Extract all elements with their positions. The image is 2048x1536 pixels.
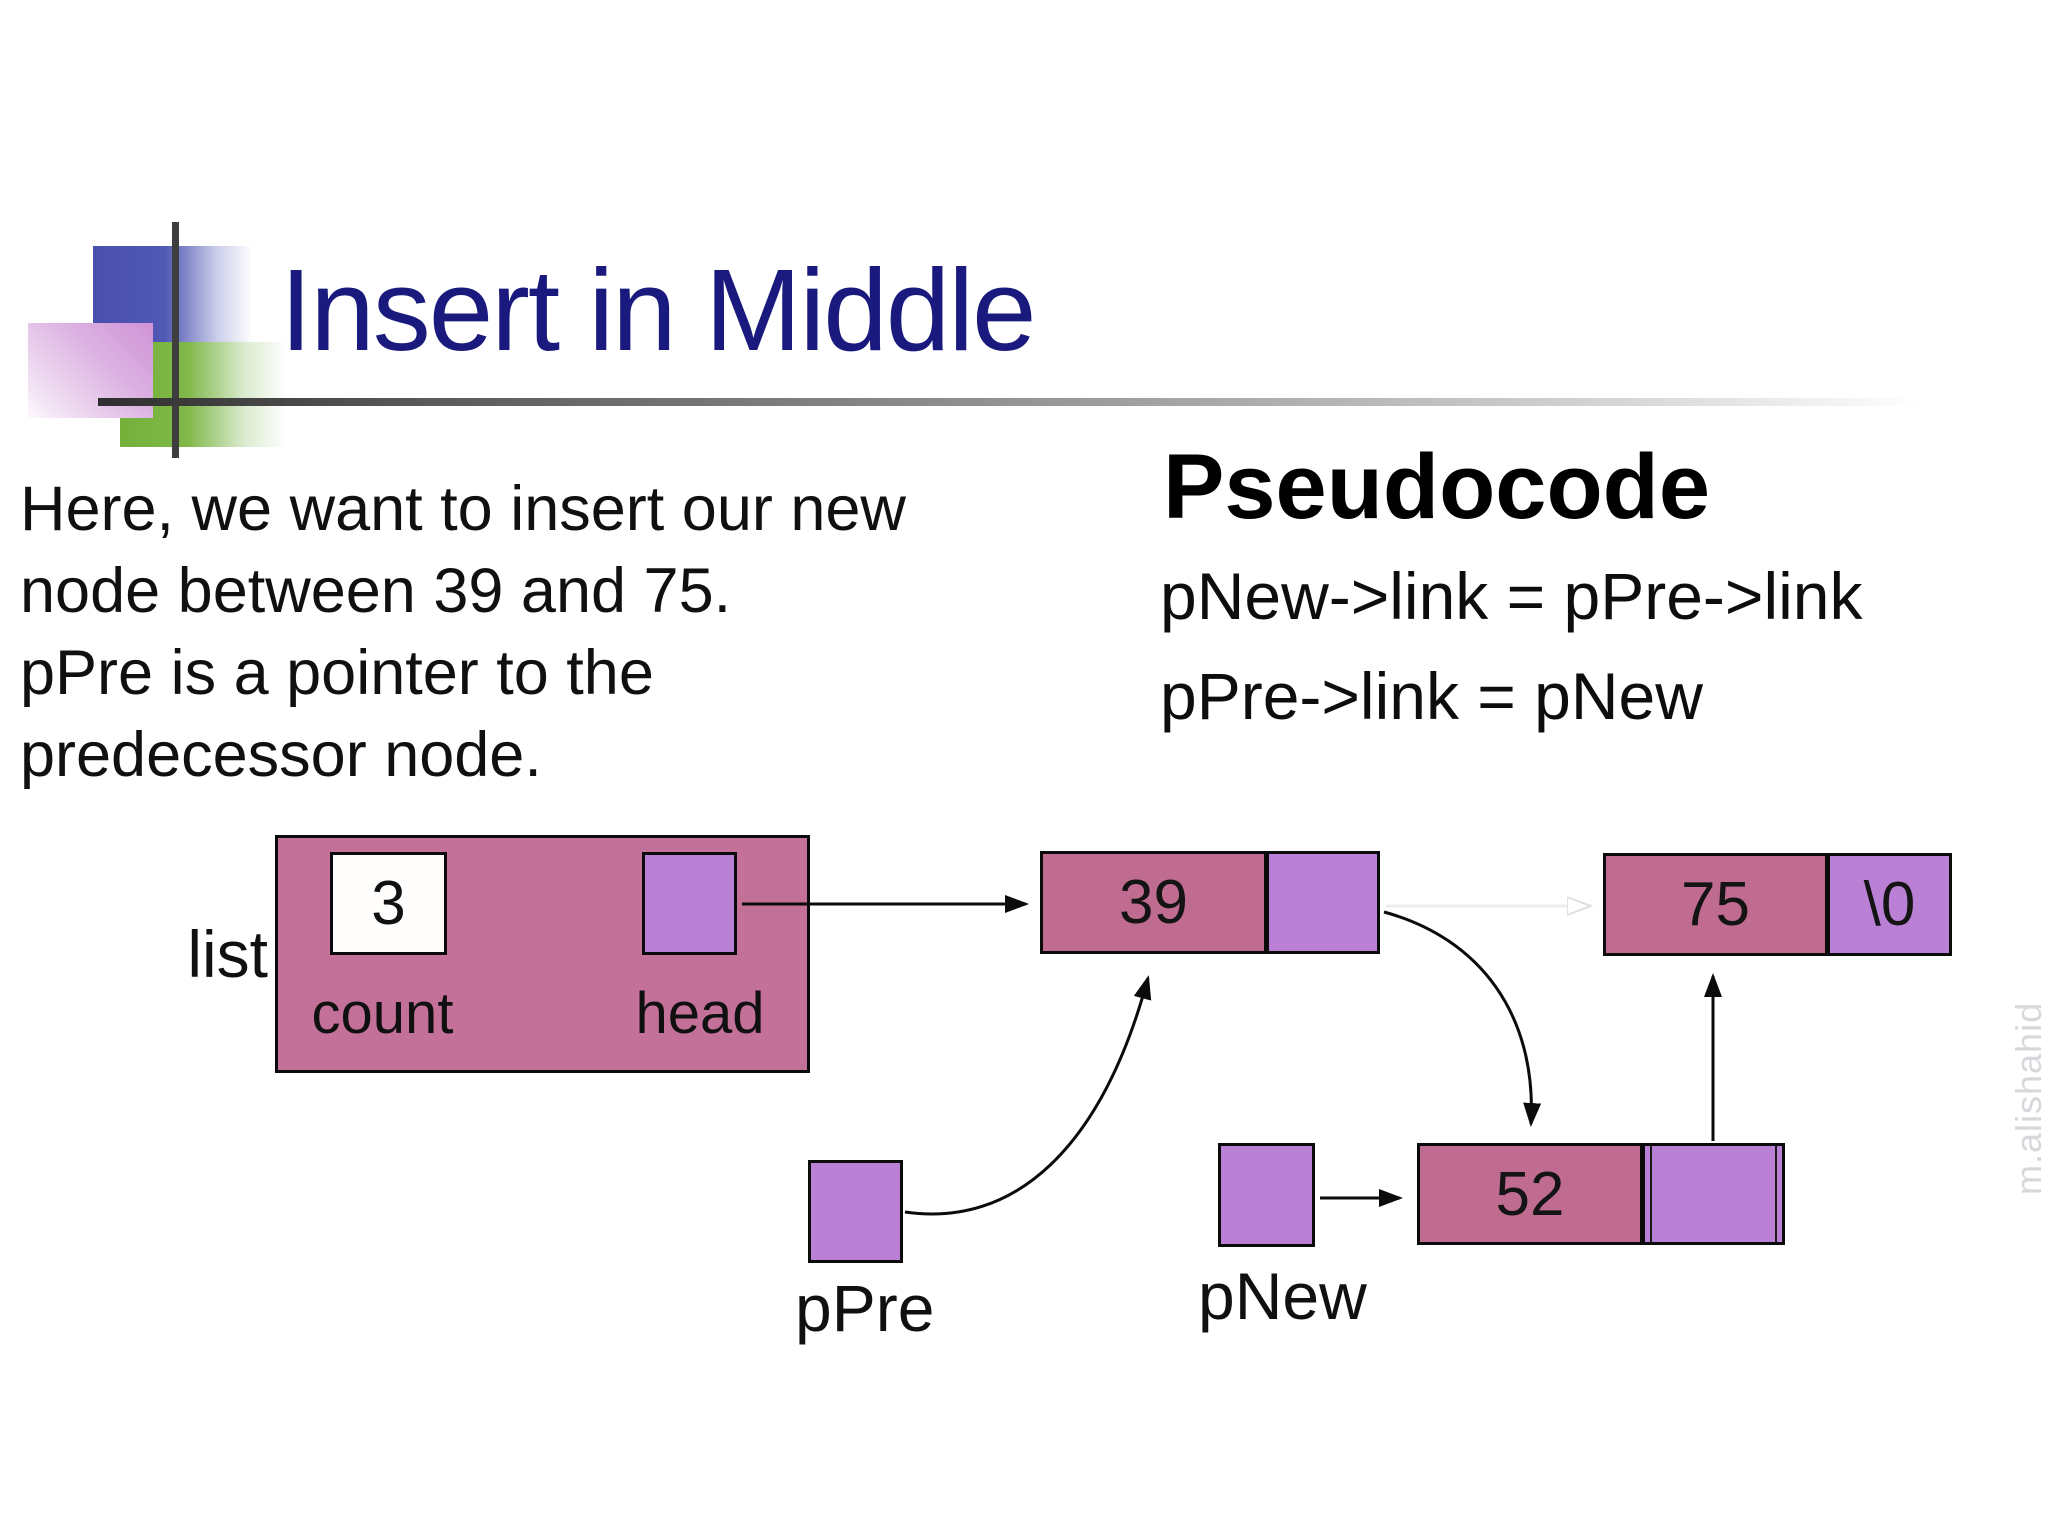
description-line-1: Here, we want to insert our new [20, 474, 906, 544]
title-divider-rule [98, 398, 1920, 406]
node-39: 39 [1040, 851, 1380, 954]
slide-title: Insert in Middle [280, 245, 1037, 375]
node-52-data-cell: 52 [1417, 1143, 1643, 1245]
ppre-pointer-box [808, 1160, 903, 1263]
node-39-link-cell [1267, 851, 1380, 954]
pnew-pointer-box [1218, 1143, 1315, 1247]
arrow-39-link-to-52 [1383, 910, 1542, 1127]
ppre-label: pPre [795, 1271, 935, 1345]
pnew-label: pNew [1198, 1259, 1367, 1333]
node-75-link-cell: \0 [1828, 853, 1952, 956]
description-line-2: node between 39 and 75. [20, 556, 732, 626]
node-39-data-cell: 39 [1040, 851, 1267, 954]
head-label: head [635, 981, 765, 1046]
description-line-3: pPre is a pointer to the [20, 638, 654, 708]
list-label: list [187, 917, 268, 991]
logo-vertical-line [172, 222, 179, 458]
description-text: Here, we want to insert our new node bet… [20, 468, 906, 796]
node-52: 52 [1417, 1143, 1785, 1245]
node-52-link-inner-border [1650, 1146, 1777, 1242]
pseudocode-line-1: pNew->link = pPre->link [1160, 559, 1863, 633]
pseudocode-block: pNew->link = pPre->link pPre->link = pNe… [1160, 546, 1862, 746]
watermark-text: m.alishahid [2008, 1001, 2048, 1195]
node-75-data-cell: 75 [1603, 853, 1828, 956]
pseudocode-heading: Pseudocode [1163, 436, 1711, 538]
description-line-4: predecessor node. [20, 720, 542, 790]
count-label: count [311, 981, 454, 1046]
node-75: 75 \0 [1603, 853, 1952, 956]
pseudocode-line-2: pPre->link = pNew [1160, 659, 1703, 733]
count-value-box: 3 [330, 852, 447, 955]
node-52-link-cell [1643, 1143, 1785, 1245]
head-pointer-box [642, 852, 737, 955]
arrow-ppre-to-39 [904, 975, 1152, 1216]
